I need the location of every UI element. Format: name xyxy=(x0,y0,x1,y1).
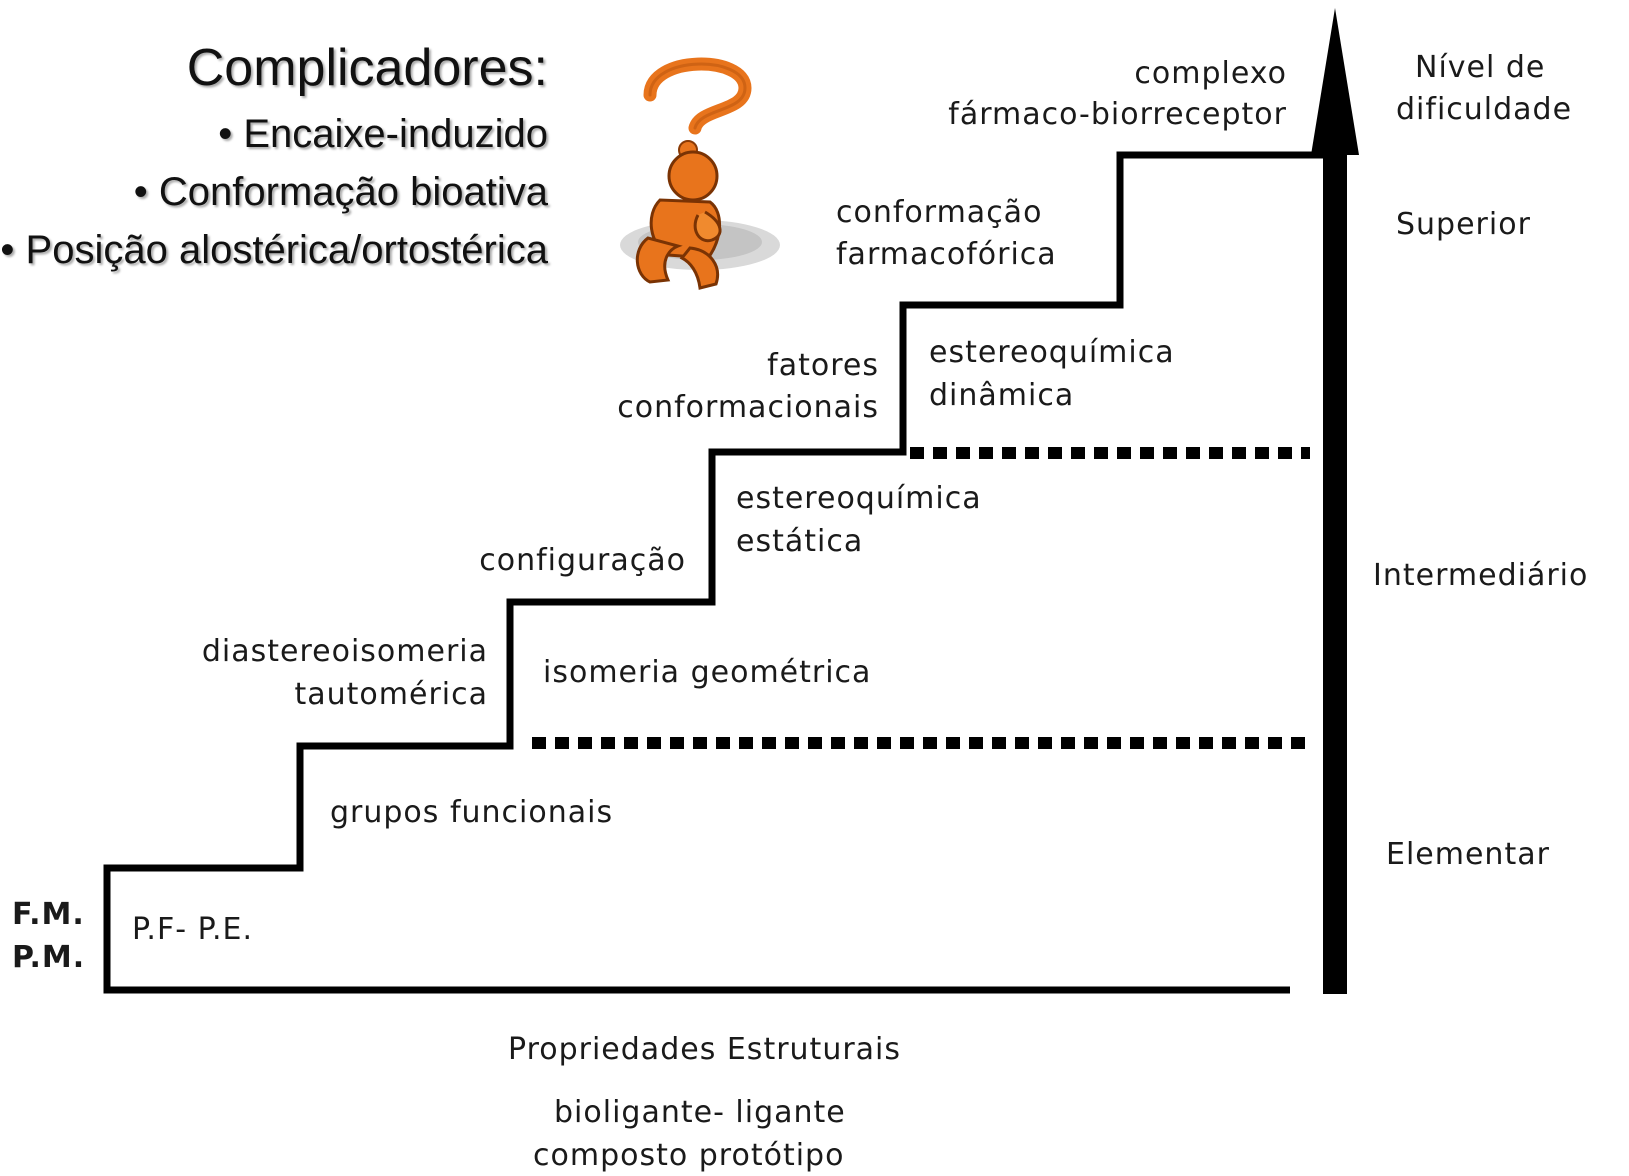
difficulty-axis-bar xyxy=(1323,140,1347,994)
label-farmaco-biorreceptor: fármaco-biorreceptor xyxy=(948,97,1287,132)
label-conformacao: conformação xyxy=(836,195,1043,230)
label-configuracao: configuração xyxy=(479,543,686,578)
level-intermediario: Intermediário xyxy=(1373,558,1589,593)
label-grupos-funcionais: grupos funcionais xyxy=(330,795,614,830)
difficulty-axis-arrowhead xyxy=(1311,8,1359,155)
label-tautomerica: tautomérica xyxy=(294,677,488,712)
label-pf-pe: P.F- P.E. xyxy=(132,912,254,947)
label-complexo: complexo xyxy=(1134,56,1287,91)
thinking-person-question-mark-icon xyxy=(620,57,780,290)
axis-label-dificuldade: dificuldade xyxy=(1396,92,1573,127)
bottom-composto-prototipo: composto protótipo xyxy=(533,1138,845,1173)
label-estereoquimica-dinamica-2: dinâmica xyxy=(929,378,1075,413)
label-estereoquimica-estatica-1: estereoquímica xyxy=(736,481,982,516)
label-estereoquimica-estatica-2: estática xyxy=(736,524,864,559)
label-isomeria-geometrica: isomeria geométrica xyxy=(543,655,872,690)
complicador-posicao: • Posição alostérica/ortostérica xyxy=(0,228,548,272)
staircase-line xyxy=(103,151,1330,994)
complicadores-title: Complicadores: xyxy=(186,39,548,97)
label-diastereoisomeria: diastereoisomeria xyxy=(201,634,488,669)
label-conformacionais: conformacionais xyxy=(617,390,879,425)
level-elementar: Elementar xyxy=(1386,837,1550,872)
label-pm: P.M. xyxy=(12,940,86,975)
level-superior: Superior xyxy=(1396,207,1531,242)
complicador-encaixe: • Encaixe-induzido xyxy=(218,112,548,156)
bottom-propriedades-estruturais: Propriedades Estruturais xyxy=(508,1032,902,1067)
label-fatores: fatores xyxy=(767,348,879,383)
bottom-bioligante-ligante: bioligante- ligante xyxy=(554,1095,846,1130)
label-fm: F.M. xyxy=(12,897,85,932)
label-estereoquimica-dinamica-1: estereoquímica xyxy=(929,335,1175,370)
complicador-conformacao: • Conformação bioativa xyxy=(133,170,548,214)
label-farmacoforica: farmacofórica xyxy=(836,237,1057,272)
axis-label-nivel: Nível de xyxy=(1415,50,1546,85)
